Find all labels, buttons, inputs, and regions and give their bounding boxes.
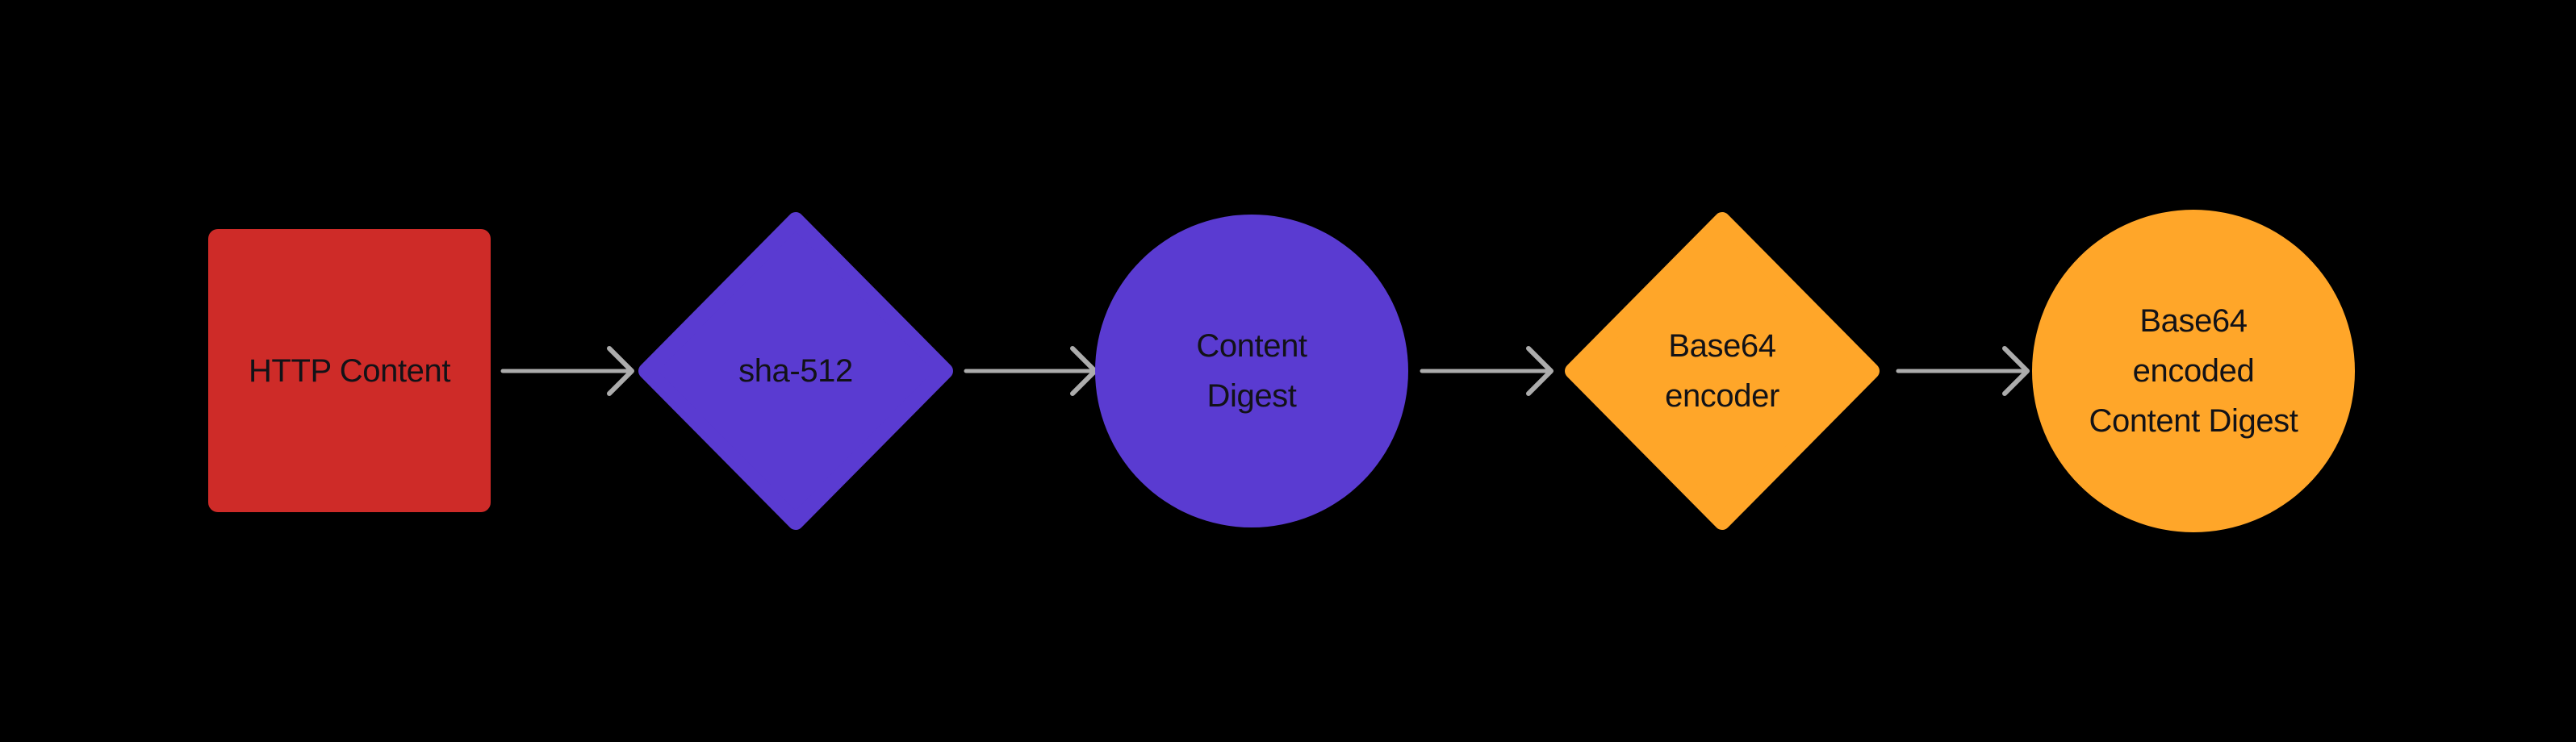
node-base64-encoder: Base64 encoder <box>1565 212 1880 530</box>
flow-arrow <box>964 346 1098 396</box>
node-base64-encoded-content-digest: Base64 encoded Content Digest <box>2032 210 2355 532</box>
circle-shape <box>1095 215 1408 527</box>
flow-arrow <box>1420 346 1554 396</box>
diamond-shape <box>1565 212 1880 530</box>
flow-arrow <box>1896 346 2030 396</box>
circle-shape <box>2032 210 2355 532</box>
flow-arrow <box>500 346 634 396</box>
node-http-content: HTTP Content <box>208 229 491 512</box>
node-content-digest: Content Digest <box>1095 215 1408 527</box>
node-sha-512: sha-512 <box>638 212 953 530</box>
diamond-shape <box>638 212 953 530</box>
square-shape <box>208 229 491 512</box>
